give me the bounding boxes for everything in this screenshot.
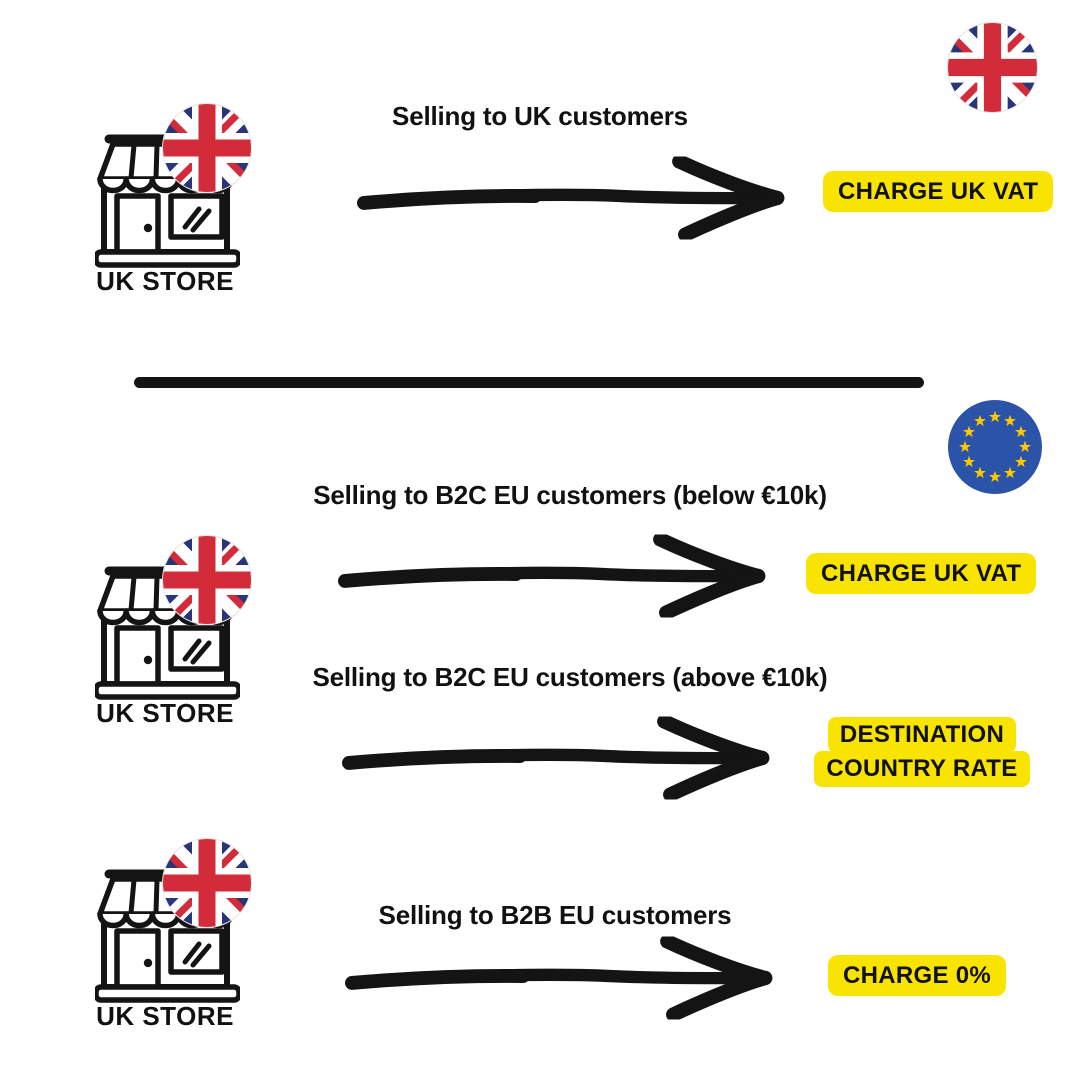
badge-line: COUNTRY RATE — [814, 751, 1030, 787]
hand-drawn-arrow-icon — [342, 716, 777, 800]
eu-flag-icon — [948, 400, 1042, 494]
badge-charge-uk-vat-eu-below: CHARGE UK VAT — [806, 553, 1037, 594]
hand-drawn-arrow-icon — [345, 936, 780, 1020]
uk-flag-icon — [162, 103, 252, 193]
flow-label-uk-customers: Selling to UK customers — [392, 101, 688, 131]
store-label: UK STORE — [96, 698, 234, 728]
badge-line: DESTINATION — [827, 717, 1017, 753]
store-label: UK STORE — [96, 1001, 234, 1031]
badge-destination-country-rate: DESTINATION COUNTRY RATE — [812, 717, 1032, 787]
uk-store-figure: UK STORE — [90, 100, 250, 300]
badge-charge-uk-vat: CHARGE UK VAT — [823, 171, 1054, 212]
store-label: UK STORE — [96, 266, 234, 296]
hand-drawn-arrow-icon — [338, 534, 773, 618]
uk-store-figure: UK STORE — [90, 835, 250, 1035]
flow-label-b2b: Selling to B2B EU customers — [378, 900, 732, 930]
uk-flag-icon — [162, 535, 252, 625]
section-divider — [134, 377, 924, 388]
flow-label-b2c-below: Selling to B2C EU customers (below €10k) — [313, 480, 827, 510]
uk-flag-icon — [162, 838, 252, 928]
eu-flag-stars — [959, 410, 1031, 483]
uk-flag-icon — [947, 22, 1038, 113]
uk-store-figure: UK STORE — [90, 532, 250, 732]
badge-charge-0: CHARGE 0% — [828, 955, 1007, 996]
flow-label-b2c-above: Selling to B2C EU customers (above €10k) — [312, 662, 828, 692]
hand-drawn-arrow-icon — [357, 156, 792, 240]
